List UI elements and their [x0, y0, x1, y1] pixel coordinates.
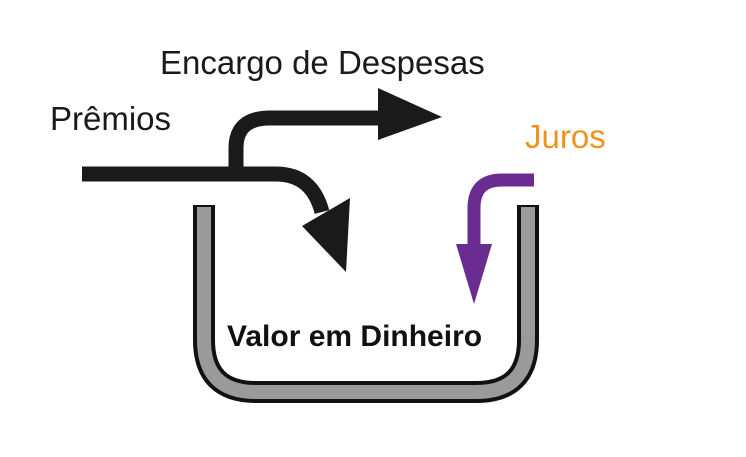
interest-arrow	[456, 173, 534, 304]
cash-value-label: Valor em Dinheiro	[227, 320, 482, 353]
premiums-label: Prêmios	[50, 100, 171, 137]
expense-charge-arrow	[228, 88, 442, 174]
interest-label: Juros	[525, 118, 606, 155]
premiums-arrow	[82, 166, 350, 272]
expense-charge-label: Encargo de Despesas	[160, 44, 485, 81]
cash-value-container	[193, 205, 539, 403]
